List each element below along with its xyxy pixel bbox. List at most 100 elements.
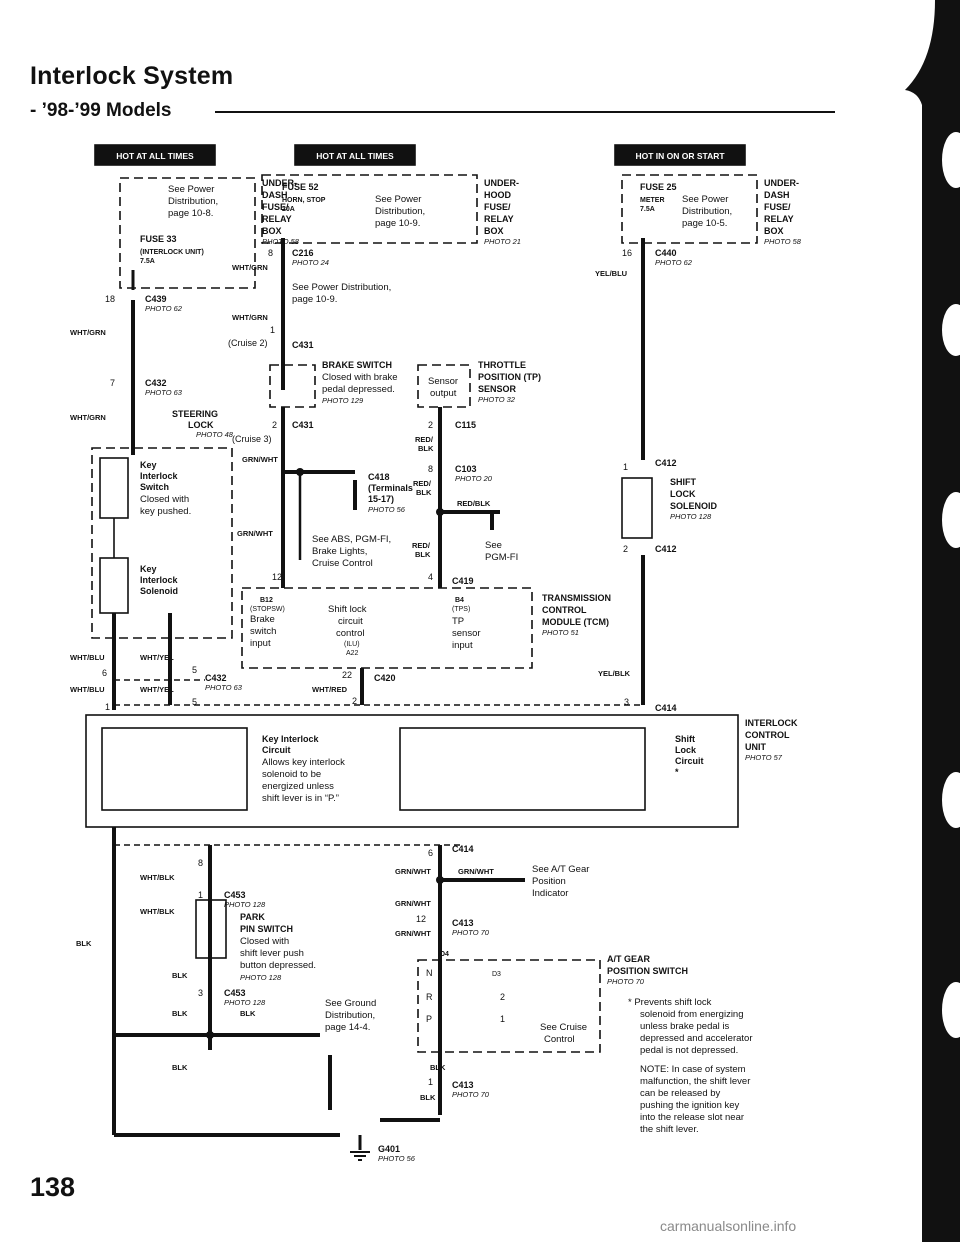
see-pgm-l2: PGM-FI	[485, 552, 518, 563]
udfb2-see-1: See Power	[682, 194, 728, 205]
note-line-10: into the release slot near	[640, 1112, 744, 1123]
interlock-control-unit	[85, 714, 739, 828]
c103-photo: PHOTO 20	[455, 474, 493, 483]
kic-l2: Circuit	[262, 745, 291, 755]
c431a-label: (Cruise 2)	[228, 338, 268, 348]
tcm-stopsw: (STOPSW)	[250, 606, 285, 613]
at-p: P	[426, 1014, 432, 1024]
c432b-name: C432	[205, 673, 227, 683]
shift-sol-photo: PHOTO 128	[670, 512, 712, 521]
c440-photo: PHOTO 62	[655, 258, 693, 267]
wire-label-wht-blu-2: WHT/BLU	[70, 685, 105, 694]
note-line-5: pedal is not depressed.	[640, 1045, 738, 1056]
udfb2-l1: UNDER-	[764, 178, 799, 188]
at-gear-l1: A/T GEAR	[607, 954, 651, 964]
wire-label-wht-blk-2: WHT/BLK	[140, 907, 175, 916]
udfb1-fuse: FUSE 33	[140, 234, 177, 244]
wire-label-yel-blu: YEL/BLU	[595, 269, 627, 278]
uhfb-see-2: Distribution,	[375, 206, 425, 217]
junction-red-blk	[436, 508, 444, 516]
note-line-4: depressed and accelerator	[640, 1033, 753, 1044]
banner-hot-2: HOT AT ALL TIMES	[316, 151, 394, 161]
brake-switch-l2: Closed with brake	[322, 372, 398, 383]
tcm-b12: B12	[260, 597, 273, 604]
at-d4: D4	[440, 951, 449, 958]
c439-pin: 18	[105, 294, 115, 304]
at-2: 2	[500, 992, 505, 1002]
udfb1-see-3: page 10-8.	[168, 208, 213, 219]
tcm-brake-2: switch	[250, 626, 276, 637]
tcm-l3: MODULE (TCM)	[542, 617, 609, 627]
key-switch-l5: key pushed.	[140, 506, 191, 517]
c432b-photo: PHOTO 63	[205, 683, 243, 692]
shift-sol-l3: SOLENOID	[670, 501, 718, 511]
uhfb-see-3: page 10-9.	[375, 218, 420, 229]
brake-switch-photo: PHOTO 129	[322, 396, 364, 405]
wire-label-grn-wht-6: GRN/WHT	[395, 929, 431, 938]
wire-label-wht-grn-4: WHT/GRN	[232, 313, 268, 322]
wire-label-red-3: RED/	[412, 541, 431, 550]
c103-name: C103	[455, 464, 477, 474]
at-gear-position-switch	[417, 959, 601, 1053]
at-see-cruise-1: See Cruise	[540, 1022, 587, 1033]
c419-pin-right: 4	[428, 572, 433, 582]
wire-label-grn-wht-3: GRN/WHT	[395, 867, 431, 876]
wire-label-grn-wht-1: GRN/WHT	[242, 455, 278, 464]
udfb1-l5: BOX	[262, 226, 282, 236]
hot-banner-2	[294, 144, 416, 166]
c420-pin-top: 22	[342, 670, 352, 680]
tcm-shift-1: Shift lock	[328, 604, 367, 615]
key-switch-l1: Key	[140, 460, 157, 470]
park-sw-l5: button depressed.	[240, 960, 316, 971]
steering-lock-l1: STEERING	[172, 409, 218, 419]
c413b-photo: PHOTO 70	[452, 1090, 490, 1099]
udfb2-photo: PHOTO 58	[764, 237, 802, 246]
note-line-8: can be released by	[640, 1088, 721, 1099]
c414a-pin: 3	[624, 697, 629, 707]
c453a-pin-top: 8	[198, 858, 203, 868]
uhfb-see-1: See Power	[375, 194, 421, 205]
udfb2-l5: BOX	[764, 226, 784, 236]
c418-name: C418	[368, 472, 390, 482]
c418-l2: (Terminals	[368, 483, 413, 493]
tcm-tps-4: input	[452, 640, 473, 651]
shift-lock-circuit	[399, 727, 646, 811]
page-subtitle: - ’98-’99 Models	[30, 100, 172, 121]
brake-switch-l1: BRAKE SWITCH	[322, 360, 392, 370]
tcm-shift-5: A22	[346, 650, 359, 657]
c439-name: C439	[145, 294, 167, 304]
steering-lock-photo: PHOTO 48	[196, 430, 234, 439]
brake-switch-l3: pedal depressed.	[322, 384, 395, 395]
key-interlock-circuit	[101, 727, 248, 811]
at-1: 1	[500, 1014, 505, 1024]
slc-l2: Lock	[675, 745, 697, 755]
c413a-pin: 12	[416, 914, 426, 924]
tcm-tps-2: TP	[452, 616, 464, 627]
uhfb-fuse-amp: 20A	[282, 206, 295, 213]
c420-name: C420	[374, 673, 396, 683]
uhfb-l4: RELAY	[484, 214, 514, 224]
key-solenoid-l3: Solenoid	[140, 586, 178, 596]
key-switch-l4: Closed with	[140, 494, 189, 505]
wire-label-blk-2: BLK	[416, 488, 432, 497]
c115-name: C115	[455, 420, 476, 430]
c432b-pin-bot: 1	[105, 702, 110, 712]
key-solenoid-l2: Interlock	[140, 575, 179, 585]
see-at-l3: Indicator	[532, 888, 568, 899]
udfb1-fuse-amp: 7.5A	[140, 258, 155, 265]
c419-name: C419	[452, 576, 474, 586]
wire-label-yel-blk: YEL/BLK	[598, 669, 631, 678]
udfb2-fuse-sub: METER	[640, 197, 665, 204]
see-pd-l1: See Power Distribution,	[292, 282, 391, 293]
c413b-name: C413	[452, 1080, 474, 1090]
udfb1-fuse-sub: (INTERLOCK UNIT)	[140, 249, 204, 256]
wire-label-wht-blk-1: WHT/BLK	[140, 873, 175, 882]
underdash-fuse-box-2	[621, 174, 758, 244]
c412b-pin: 2	[623, 544, 628, 554]
kic-l6: shift lever is in “P.”	[262, 793, 339, 804]
wire-label-grn-wht-5: GRN/WHT	[395, 899, 431, 908]
wire-label-blk-3: BLK	[415, 550, 431, 559]
c453a-photo: PHOTO 128	[224, 900, 266, 909]
park-sw-l2: PIN SWITCH	[240, 924, 293, 934]
uhfb-fuse: FUSE 52	[282, 182, 319, 192]
